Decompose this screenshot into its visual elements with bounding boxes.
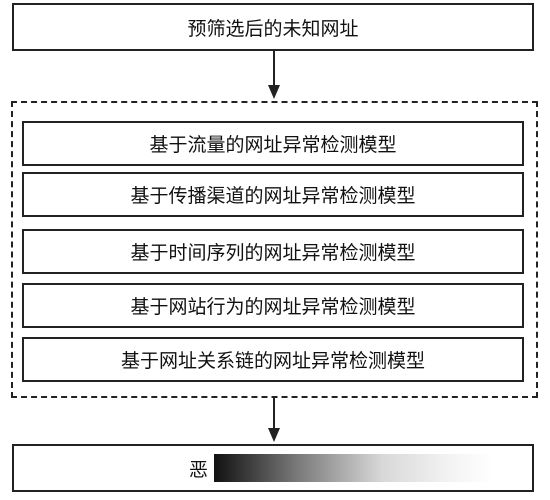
model-box-relation-chain: 基于网址关系链的网址异常检测模型	[22, 337, 524, 382]
model-box-traffic: 基于流量的网址异常检测模型	[22, 121, 524, 166]
result-box: 恶	[12, 444, 534, 492]
detection-models-group	[11, 101, 538, 398]
model-box-timeseries: 基于时间序列的网址异常检测模型	[22, 229, 524, 274]
model-label-traffic: 基于流量的网址异常检测模型	[149, 134, 397, 156]
unknown-url-label: 预筛选后的未知网址	[187, 17, 359, 40]
redacted-overlay	[214, 454, 494, 482]
result-label: 恶	[189, 458, 209, 481]
model-box-behavior: 基于网站行为的网址异常检测模型	[22, 283, 524, 328]
arrow-2-shaft	[273, 398, 275, 430]
model-label-relation-chain: 基于网址关系链的网址异常检测模型	[120, 350, 425, 372]
unknown-url-box: 预筛选后的未知网址	[12, 3, 534, 51]
model-label-timeseries: 基于时间序列的网址异常检测模型	[130, 242, 416, 264]
arrow-2-head	[268, 428, 280, 442]
model-label-behavior: 基于网站行为的网址异常检测模型	[130, 296, 416, 318]
model-box-channel: 基于传播渠道的网址异常检测模型	[22, 172, 524, 217]
model-label-channel: 基于传播渠道的网址异常检测模型	[130, 185, 416, 207]
arrow-1-shaft	[273, 51, 275, 87]
arrow-1-head	[268, 85, 280, 99]
